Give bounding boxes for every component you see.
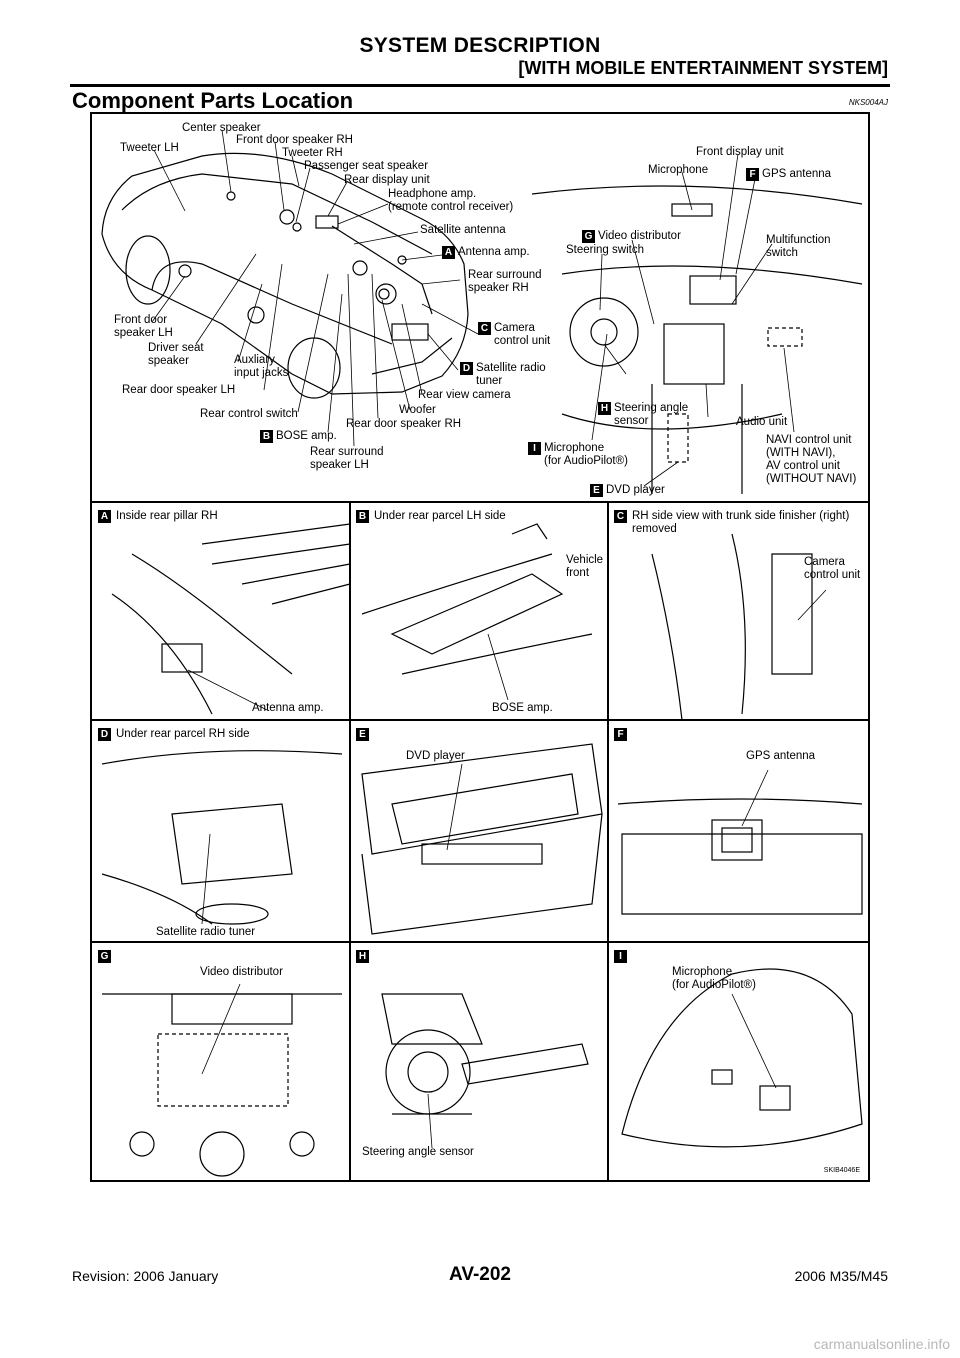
panel-d-tag: D bbox=[98, 728, 111, 741]
footer-page-number: AV-202 bbox=[449, 1264, 511, 1285]
section-title: Component Parts Location bbox=[72, 88, 354, 113]
label-tweeter-lh: Tweeter LH bbox=[120, 142, 179, 154]
panel-h-drawing bbox=[381, 993, 589, 1149]
panel-i-tag: I bbox=[614, 950, 627, 963]
dashboard-leader-lines bbox=[591, 153, 795, 487]
label-multifunction-switch: Multifunction switch bbox=[766, 234, 831, 259]
label-steering-angle-sensor: Steering angle sensor bbox=[614, 402, 689, 427]
label-driver-seat-speaker: Driver seat speaker bbox=[148, 342, 204, 367]
callout-tag-b: B bbox=[260, 430, 273, 443]
callout-tag-g: G bbox=[582, 230, 595, 243]
label-dvd-player: DVD player bbox=[606, 484, 665, 496]
callout-tag-h: H bbox=[598, 402, 611, 415]
panel-b-label-vehicle-front: Vehicle front bbox=[566, 554, 604, 579]
label-microphone: Microphone bbox=[648, 164, 709, 176]
label-auxiliary-input-jacks: Auxliary input jacks bbox=[234, 354, 289, 379]
label-front-display-unit: Front display unit bbox=[696, 146, 784, 158]
callout-tag-a: A bbox=[442, 246, 455, 259]
panel-c-label: Camera control unit bbox=[804, 556, 861, 581]
label-navi-control-unit: NAVI control unit (WITH NAVI), AV contro… bbox=[766, 434, 857, 485]
component-location-figure: Tweeter LH Center speaker Front door spe… bbox=[90, 112, 870, 1182]
watermark: carmanualsonline.info bbox=[813, 1336, 950, 1352]
label-woofer: Woofer bbox=[399, 404, 436, 416]
label-rear-view-camera: Rear view camera bbox=[418, 389, 511, 401]
callout-tag-f: F bbox=[746, 168, 759, 181]
callout-tag-d: D bbox=[460, 362, 473, 375]
label-tweeter-rh: Tweeter RH bbox=[282, 147, 343, 159]
panel-b-drawing bbox=[361, 523, 593, 701]
car-leader-lines bbox=[151, 129, 479, 447]
label-satellite-radio-tuner: Satellite radio tuner bbox=[476, 362, 546, 387]
label-headphone-amp: Headphone amp. (remote control receiver) bbox=[388, 188, 514, 213]
label-center-speaker: Center speaker bbox=[182, 122, 261, 134]
page-header-subtitle: [WITH MOBILE ENTERTAINMENT SYSTEM] bbox=[518, 58, 888, 78]
footer-revision: Revision: 2006 January bbox=[72, 1268, 219, 1284]
panel-b-tag: B bbox=[356, 510, 369, 523]
label-microphone-audiopilot: Microphone (for AudioPilot®) bbox=[544, 442, 628, 467]
panel-i-label: Microphone (for AudioPilot®) bbox=[672, 966, 756, 991]
footer-model: 2006 M35/M45 bbox=[794, 1268, 888, 1284]
panel-g-drawing bbox=[102, 983, 342, 1177]
label-camera-control-unit: Camera control unit bbox=[494, 322, 551, 347]
panel-e-label: DVD player bbox=[406, 750, 465, 762]
label-rear-door-speaker-rh: Rear door speaker RH bbox=[346, 418, 462, 430]
label-gps-antenna: GPS antenna bbox=[762, 168, 832, 180]
label-video-distributor: Video distributor bbox=[598, 230, 681, 242]
label-front-door-speaker-lh: Front door speaker LH bbox=[114, 314, 173, 339]
panel-d-drawing bbox=[101, 750, 343, 925]
label-rear-door-speaker-lh: Rear door speaker LH bbox=[122, 384, 236, 396]
label-bose-amp: BOSE amp. bbox=[276, 430, 337, 442]
label-satellite-antenna: Satellite antenna bbox=[420, 224, 506, 236]
panel-a-tag: A bbox=[98, 510, 111, 523]
callout-tag-e: E bbox=[590, 484, 603, 497]
label-front-door-speaker-rh: Front door speaker RH bbox=[236, 134, 353, 146]
label-passenger-seat-speaker: Passenger seat speaker bbox=[304, 160, 429, 172]
panel-g-tag: G bbox=[98, 950, 111, 963]
figure-code: SKIB4046E bbox=[823, 1167, 860, 1174]
panel-f-label: GPS antenna bbox=[746, 750, 816, 762]
panel-g-label: Video distributor bbox=[200, 966, 283, 978]
label-rear-surround-speaker-rh: Rear surround speaker RH bbox=[468, 269, 542, 294]
panel-e-drawing bbox=[361, 743, 603, 935]
panel-d-title: Under rear parcel RH side bbox=[116, 728, 250, 740]
label-audio-unit: Audio unit bbox=[736, 416, 788, 428]
panel-a-title: Inside rear pillar RH bbox=[116, 510, 218, 522]
panel-h-tag: H bbox=[356, 950, 369, 963]
label-rear-control-switch: Rear control switch bbox=[200, 408, 298, 420]
panel-h-label: Steering angle sensor bbox=[362, 1146, 474, 1158]
panel-a-drawing bbox=[111, 523, 351, 715]
panel-b-title: Under rear parcel LH side bbox=[374, 510, 506, 522]
label-steering-switch: Steering switch bbox=[566, 244, 644, 256]
label-rear-display-unit: Rear display unit bbox=[344, 174, 430, 186]
figure-artwork bbox=[92, 129, 868, 1180]
panel-f-drawing bbox=[617, 769, 863, 915]
panel-c-title: RH side view with trunk side finisher (r… bbox=[632, 510, 850, 535]
label-rear-surround-speaker-lh: Rear surround speaker LH bbox=[310, 446, 384, 471]
panel-e-tag: E bbox=[356, 728, 369, 741]
callout-tag-c: C bbox=[478, 322, 491, 335]
panel-a-label: Antenna amp. bbox=[252, 702, 324, 714]
label-antenna-amp: Antenna amp. bbox=[458, 246, 530, 258]
panel-b-label-bose: BOSE amp. bbox=[492, 702, 553, 714]
header-divider bbox=[70, 84, 890, 87]
panel-c-drawing bbox=[651, 533, 827, 721]
section-code: NKS004AJ bbox=[848, 98, 888, 107]
panel-d-label: Satellite radio tuner bbox=[156, 926, 256, 938]
panel-f-tag: F bbox=[614, 728, 627, 741]
panel-c-tag: C bbox=[614, 510, 627, 523]
panel-i-drawing bbox=[621, 968, 863, 1148]
page-header-title: SYSTEM DESCRIPTION bbox=[359, 34, 601, 57]
callout-tag-i: I bbox=[528, 442, 541, 455]
